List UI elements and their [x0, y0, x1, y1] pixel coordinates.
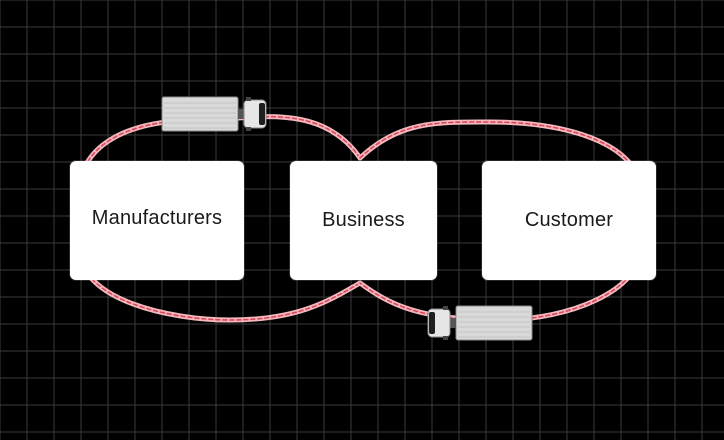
node-customer: Customer	[482, 161, 656, 280]
node-manufacturers: Manufacturers	[70, 161, 244, 280]
truck-icon	[161, 96, 267, 132]
node-label-manufacturers: Manufacturers	[91, 207, 223, 229]
truck-icon	[427, 305, 533, 341]
node-label-business: Business	[322, 209, 405, 231]
node-label-customer: Customer	[524, 209, 614, 231]
node-business: Business	[290, 161, 437, 280]
